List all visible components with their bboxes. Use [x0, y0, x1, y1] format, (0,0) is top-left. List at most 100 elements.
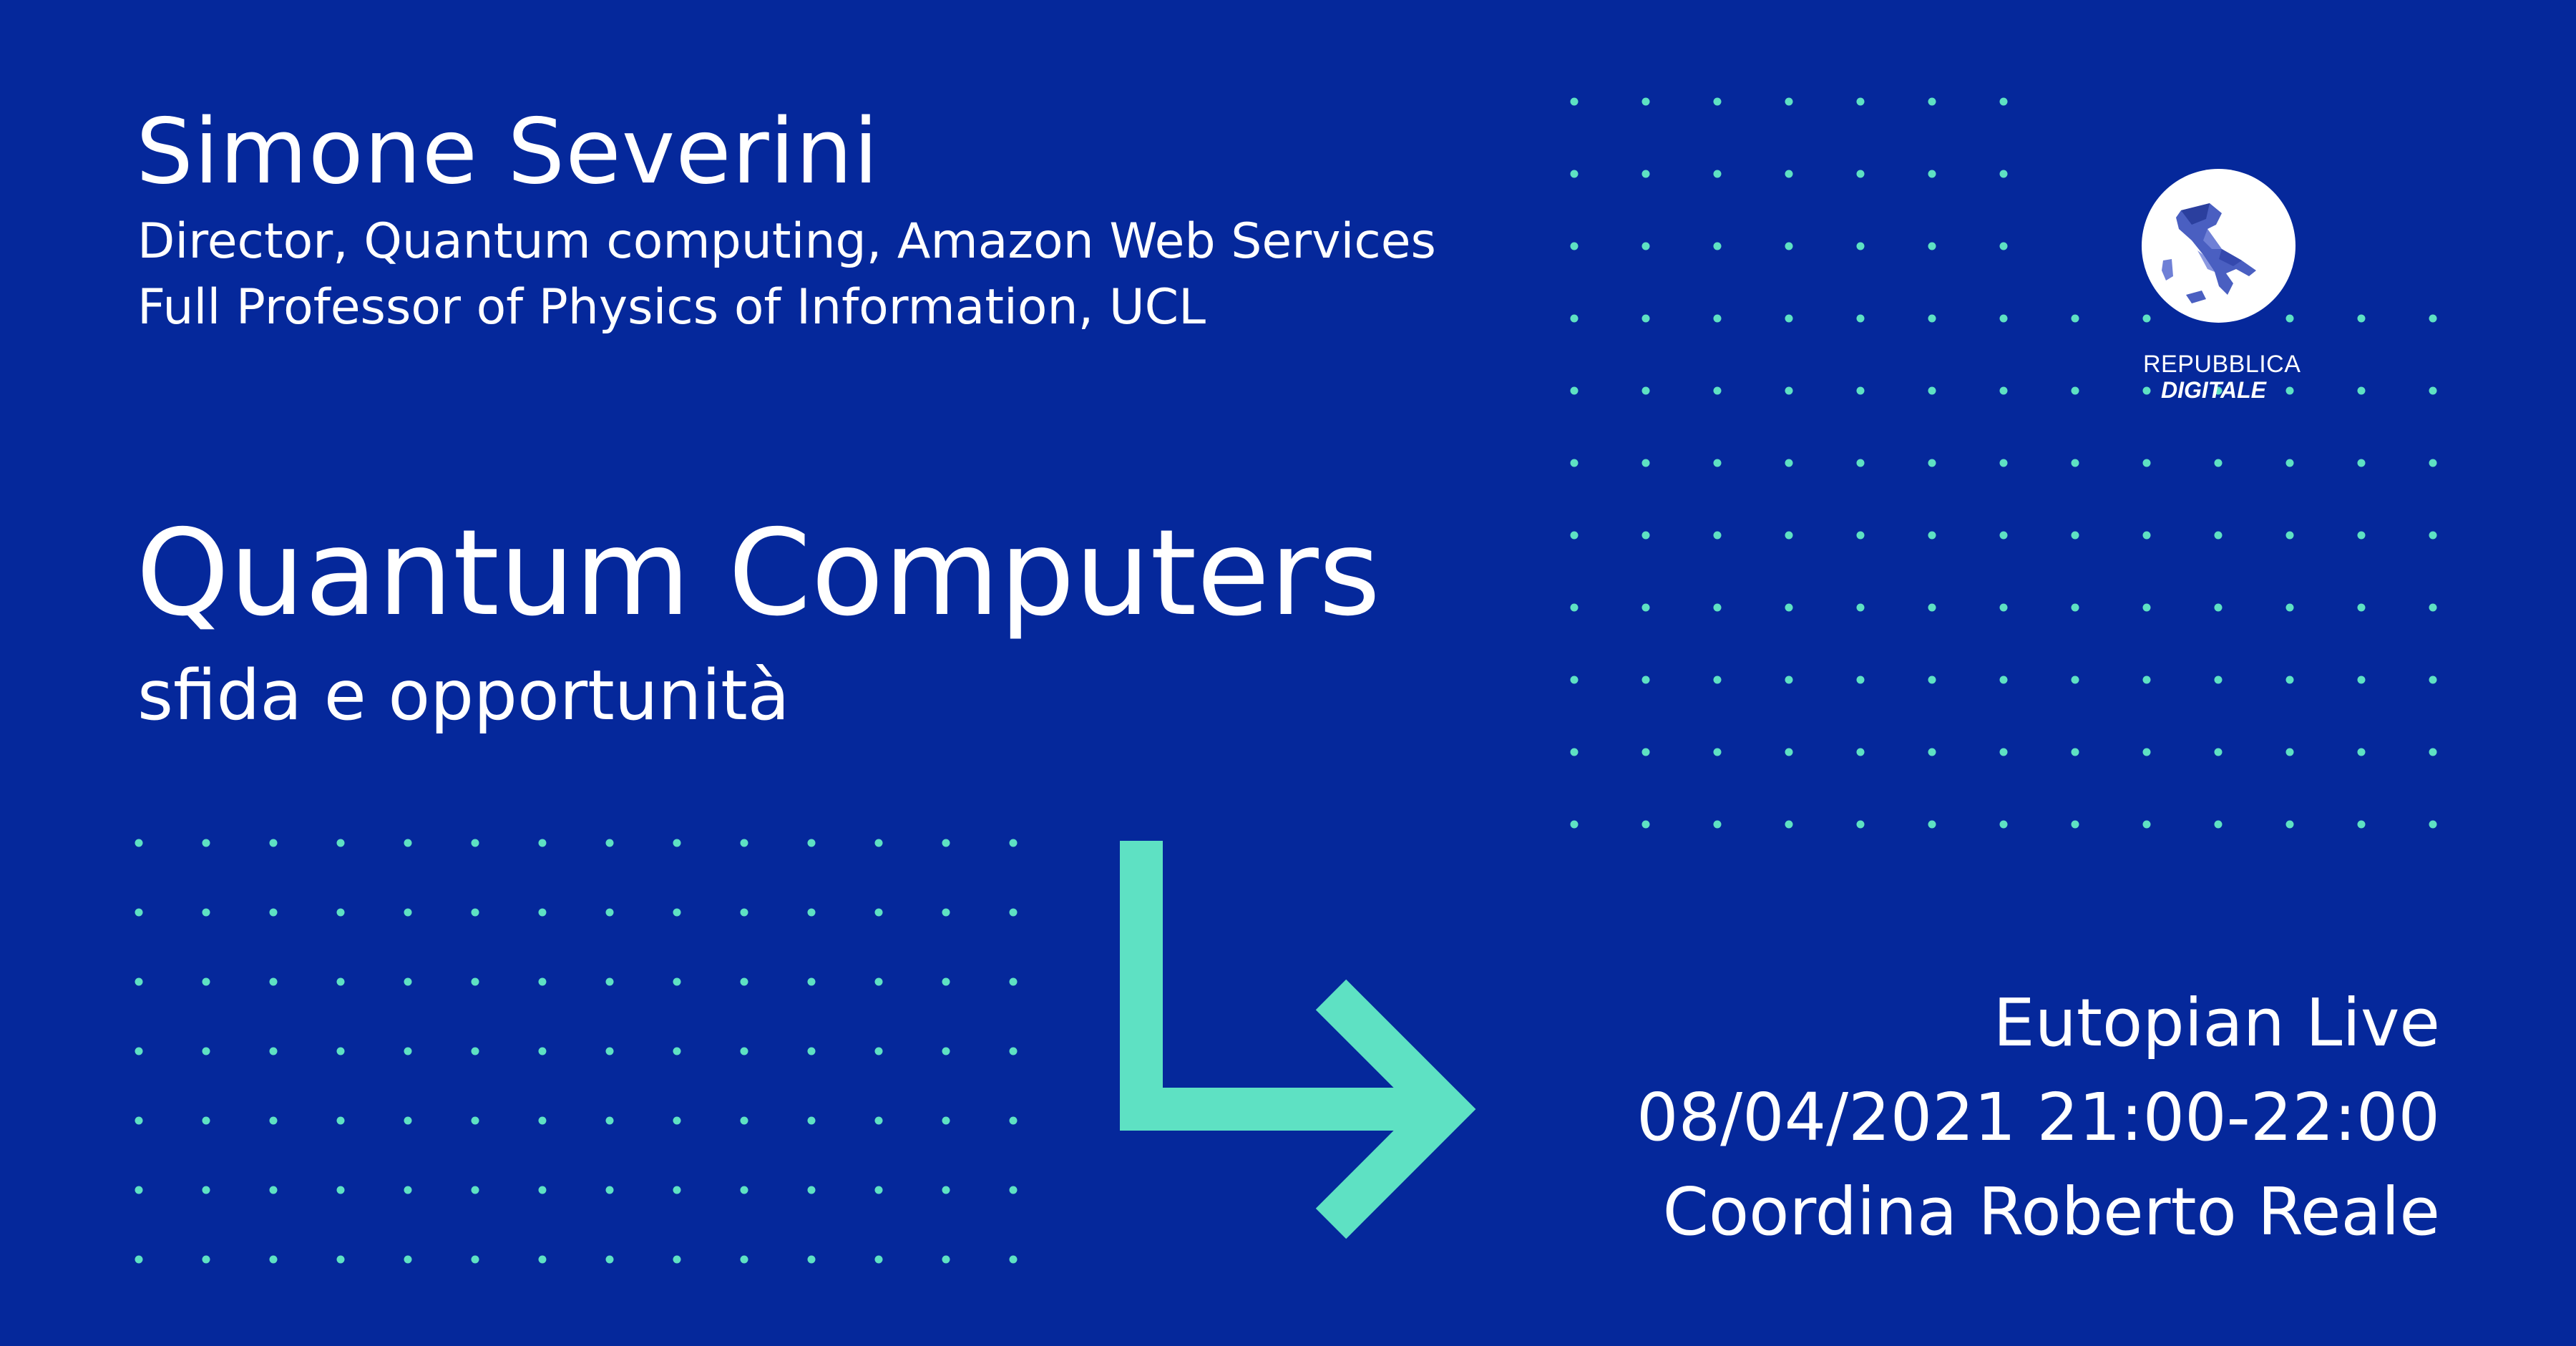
decor-dot — [605, 1047, 614, 1055]
decor-dot — [1856, 97, 1865, 106]
speaker-role-aws: Director, Quantum computing, Amazon Web … — [137, 213, 1436, 270]
decor-dot — [135, 977, 143, 986]
decor-dot — [269, 1116, 278, 1125]
decor-dot — [2429, 531, 2437, 540]
decor-dot — [1928, 314, 1936, 323]
decor-dot — [1009, 908, 1018, 917]
decor-dot — [1928, 459, 1936, 467]
decor-dot — [471, 1047, 479, 1055]
decor-dot — [1641, 748, 1650, 756]
decor-dot — [1009, 1047, 1018, 1055]
decor-dot — [538, 1047, 547, 1055]
decor-dot — [2214, 820, 2223, 829]
decor-dot — [1713, 459, 1722, 467]
decor-dot — [1999, 676, 2008, 684]
decor-dot — [874, 1186, 883, 1194]
decor-dot — [874, 908, 883, 917]
decor-dot — [1641, 386, 1650, 395]
decor-dot — [1570, 820, 1579, 829]
decor-dot — [874, 1255, 883, 1264]
decor-dot — [1928, 820, 1936, 829]
decor-dot — [2285, 314, 2294, 323]
decor-dot — [740, 839, 748, 847]
decor-dot — [269, 908, 278, 917]
decor-dot — [1785, 97, 1793, 106]
decor-dot — [1641, 603, 1650, 612]
decor-dot — [1570, 170, 1579, 178]
decor-dot — [2142, 386, 2151, 395]
decor-dot — [874, 977, 883, 986]
decor-dot — [2429, 459, 2437, 467]
decor-dot — [1999, 748, 2008, 756]
decor-dot — [1928, 748, 1936, 756]
event-name: Eutopian Live — [1993, 985, 2440, 1061]
decor-dot — [2214, 603, 2223, 612]
decor-dot — [605, 908, 614, 917]
decor-dot — [1928, 97, 1936, 106]
decor-dot — [1928, 531, 1936, 540]
decor-dot — [874, 839, 883, 847]
decor-dot — [336, 839, 345, 847]
decor-dot — [2357, 748, 2366, 756]
decor-dot — [1570, 314, 1579, 323]
event-host: Coordina Roberto Reale — [1662, 1174, 2440, 1250]
decor-dot — [471, 977, 479, 986]
decor-dot — [2357, 386, 2366, 395]
decor-dot — [1641, 531, 1650, 540]
decor-dot — [1009, 1255, 1018, 1264]
decor-dot — [538, 839, 547, 847]
decor-dot — [740, 908, 748, 917]
decor-dot — [942, 839, 950, 847]
decor-dot — [1785, 314, 1793, 323]
decor-dot — [336, 1047, 345, 1055]
decor-dot — [1999, 97, 2008, 106]
decor-dot — [1928, 170, 1936, 178]
decor-dot — [135, 908, 143, 917]
decor-dot — [2429, 386, 2437, 395]
decor-dot — [202, 1186, 210, 1194]
speaker-role-ucl: Full Professor of Physics of Information… — [137, 279, 1206, 336]
decor-dot — [1928, 676, 1936, 684]
decor-dot — [605, 1186, 614, 1194]
decor-dot — [2357, 459, 2366, 467]
decor-dot — [1713, 531, 1722, 540]
decor-dot — [336, 1255, 345, 1264]
decor-dot — [1713, 314, 1722, 323]
decor-dot — [2071, 748, 2079, 756]
decor-dot — [1928, 386, 1936, 395]
decor-dot — [807, 1255, 816, 1264]
decor-dot — [2357, 676, 2366, 684]
decor-dot — [2429, 676, 2437, 684]
decor-dot — [538, 1116, 547, 1125]
decor-dot — [2357, 820, 2366, 829]
decor-dot — [202, 977, 210, 986]
event-datetime: 08/04/2021 21:00-22:00 — [1636, 1079, 2440, 1156]
decor-dot — [135, 1186, 143, 1194]
decor-dot — [538, 977, 547, 986]
decor-dot — [1856, 676, 1865, 684]
decor-dot — [2357, 314, 2366, 323]
decor-dot — [1785, 531, 1793, 540]
decor-dot — [269, 1255, 278, 1264]
decor-dot — [1999, 603, 2008, 612]
decor-dot — [1928, 603, 1936, 612]
decor-dot — [202, 1047, 210, 1055]
arrow-down-right-icon — [1120, 841, 1476, 1239]
decor-dot — [1785, 676, 1793, 684]
decor-dot — [269, 839, 278, 847]
decor-dot — [404, 1116, 412, 1125]
decor-dot — [874, 1047, 883, 1055]
decor-dot — [2214, 531, 2223, 540]
decor-dot — [807, 839, 816, 847]
decor-dot — [336, 1116, 345, 1125]
decor-dot — [673, 908, 681, 917]
decor-dot — [1785, 170, 1793, 178]
decor-dot — [2071, 603, 2079, 612]
decor-dot — [1999, 314, 2008, 323]
decor-dot — [2142, 314, 2151, 323]
decor-dot — [2142, 748, 2151, 756]
decor-dot — [1713, 676, 1722, 684]
decor-dot — [1856, 386, 1865, 395]
decor-dot — [1999, 531, 2008, 540]
